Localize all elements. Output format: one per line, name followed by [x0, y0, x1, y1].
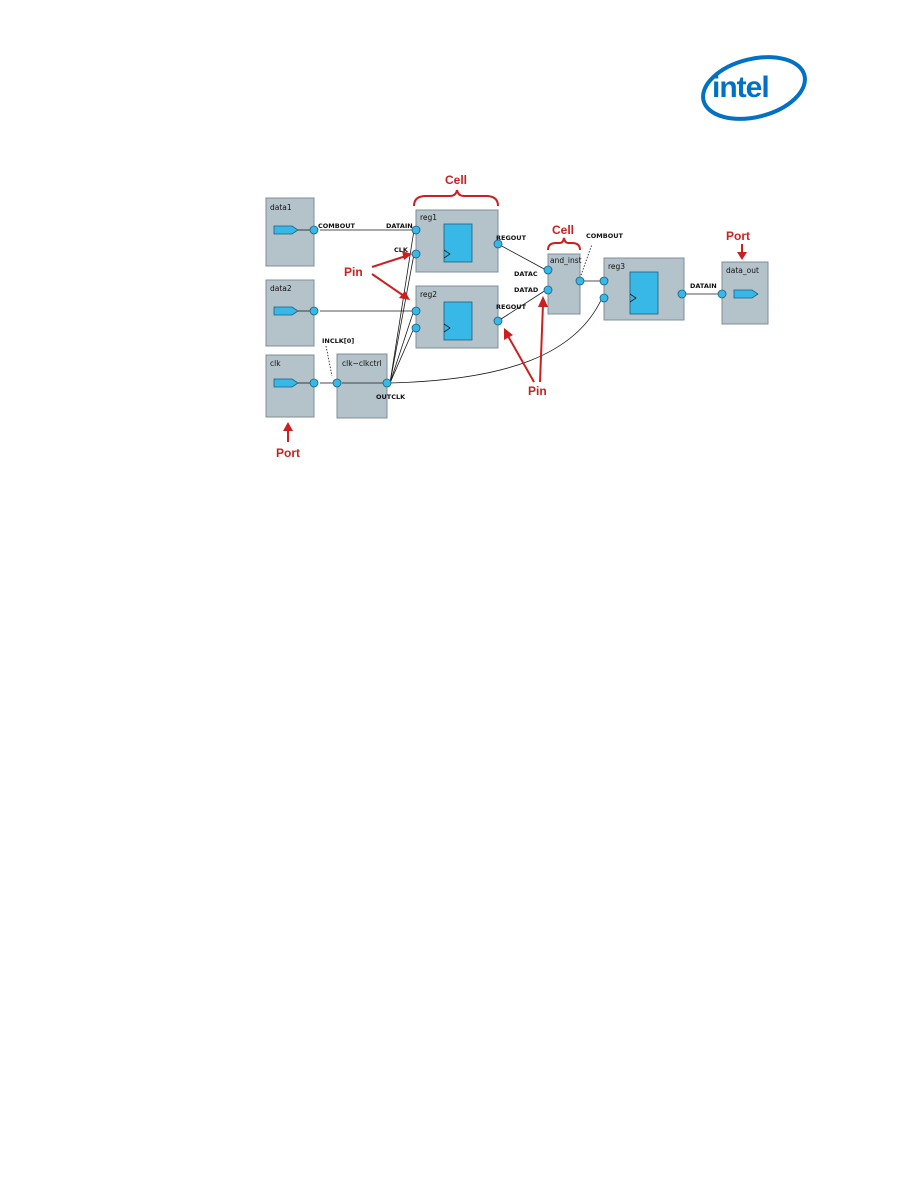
block-reg2-title: reg2	[420, 290, 437, 299]
annotations: Cell Cell Pin Pin Port Port	[276, 173, 750, 458]
pin-data-out-in	[717, 289, 727, 299]
block-data1-title: data1	[270, 203, 292, 212]
block-reg1-title: reg1	[420, 213, 437, 222]
block-data1: data1	[265, 197, 315, 267]
annotation-port-top: Port	[726, 229, 750, 243]
label-reg1-datain: DATAIN	[386, 222, 413, 230]
port-symbol-data-out	[733, 289, 759, 299]
pin-reg2-datain	[411, 306, 421, 316]
pin-reg2-clk	[411, 323, 421, 333]
wire-reg2-and	[497, 289, 547, 322]
arrowhead-port-top	[737, 252, 747, 260]
clock-triangle-reg1	[443, 249, 451, 259]
block-reg3: reg3	[603, 257, 685, 321]
block-data2-title: data2	[270, 284, 292, 293]
figure-background	[246, 170, 784, 458]
pin-reg1-datain	[411, 225, 421, 235]
annotation-pin-left: Pin	[344, 265, 363, 279]
arrowhead-pin-reg2	[399, 291, 410, 300]
arrow-pin-regout	[507, 335, 535, 383]
flipflop-reg2	[443, 301, 473, 341]
pin-and-combout	[575, 276, 585, 286]
label-reg2-regout: REGOUT	[496, 303, 527, 311]
label-outclk: OUTCLK	[376, 393, 406, 401]
block-clkctrl-title: clk~clkctrl	[342, 359, 382, 368]
block-clk-title: clk	[270, 359, 281, 368]
annotation-cell-top: Cell	[445, 173, 467, 187]
pin-reg3-datain	[599, 276, 609, 286]
label-inclk: INCLK[0]	[322, 337, 354, 345]
arrow-pin-reg1	[371, 255, 407, 268]
pins	[309, 225, 727, 388]
arrowhead-pin-reg1	[402, 251, 412, 260]
block-reg3-title: reg3	[608, 262, 625, 271]
label-and-combout: COMBOUT	[586, 232, 624, 240]
pin-reg1-regout	[493, 239, 503, 249]
label-reg3-datain: DATAIN	[690, 282, 717, 290]
pin-and-datac	[543, 265, 553, 275]
logo-text: intel	[712, 71, 769, 104]
block-and-inst: and_inst	[547, 253, 582, 315]
wire-combout-marker	[579, 243, 593, 279]
port-symbol-data1	[273, 225, 299, 235]
wire-outclk-reg3	[389, 297, 603, 384]
pin-and-datad	[543, 285, 553, 295]
pin-labels: COMBOUT DATAIN CLK REGOUT REGOUT INCLK[0…	[318, 222, 717, 401]
pin-reg2-regout	[493, 316, 503, 326]
logo-swoosh	[701, 55, 807, 121]
flipflop-reg1	[443, 223, 473, 263]
block-data-out-title: data_out	[726, 266, 759, 275]
label-and-datad: DATAD	[514, 286, 539, 294]
block-clk: clk	[265, 354, 315, 418]
label-and-datac: DATAC	[514, 270, 538, 278]
arrowhead-port-bottom	[283, 422, 293, 431]
arrow-pin-reg2	[371, 273, 405, 297]
pin-reg3-clk	[599, 293, 609, 303]
flipflop-reg3	[629, 271, 659, 315]
block-and-inst-body	[547, 253, 581, 315]
brace-cell-top	[413, 189, 499, 207]
label-data1-combout: COMBOUT	[318, 222, 356, 230]
label-reg1-clk: CLK	[394, 246, 409, 254]
clock-triangle-reg2	[443, 323, 451, 333]
block-data-out: data_out	[721, 261, 769, 325]
pin-clkctrl-out	[382, 378, 392, 388]
port-symbol-clk	[273, 378, 299, 388]
arrowhead-pin-regout	[504, 328, 513, 340]
wire-outclk-reg1	[389, 253, 415, 384]
port-symbol-data2	[273, 306, 299, 316]
pin-reg3-regout	[677, 289, 687, 299]
pin-data1-out	[309, 225, 319, 235]
annotation-cell-and: Cell	[552, 223, 574, 237]
brace-cell-and	[547, 237, 581, 251]
annotation-pin-bottom: Pin	[528, 384, 547, 398]
wire-outclk-reg2b	[389, 309, 415, 384]
annotation-port-bottom: Port	[276, 446, 300, 458]
block-clkctrl-body	[336, 353, 388, 419]
arrowhead-pin-and	[538, 296, 548, 307]
label-reg1-regout: REGOUT	[496, 234, 527, 242]
block-clkctrl: clk~clkctrl	[336, 353, 388, 419]
wire-inclk-marker	[325, 345, 333, 377]
arrow-pin-and	[539, 303, 544, 383]
block-and-inst-title: and_inst	[550, 256, 582, 265]
timing-netlist-diagram: data1 data2 clk clk~clkctrl reg1 reg2 an…	[246, 170, 784, 458]
wire-reg1-and	[497, 243, 547, 271]
pin-reg1-clk	[411, 249, 421, 259]
pin-clkctrl-in	[332, 378, 342, 388]
block-reg2: reg2	[415, 285, 499, 349]
pin-data2-out	[309, 306, 319, 316]
intel-logo: intel	[701, 55, 807, 121]
clock-triangle-reg3	[629, 293, 637, 303]
wire-outclk-reg2	[389, 327, 415, 384]
block-data2: data2	[265, 279, 315, 347]
pin-clk-out	[309, 378, 319, 388]
block-reg1: reg1	[415, 209, 499, 273]
